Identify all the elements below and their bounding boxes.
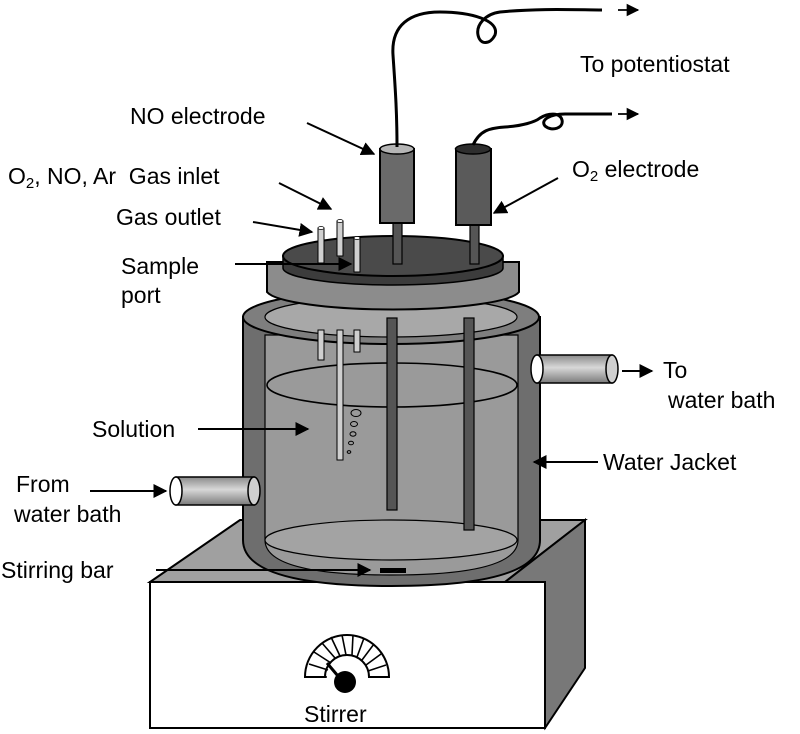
from-water-bath-label-line1: From	[16, 471, 70, 497]
water-jacket-label: Water Jacket	[603, 449, 737, 475]
gas-bubbles	[346, 409, 362, 454]
o2-electrode-pointer	[492, 177, 559, 214]
solution-label: Solution	[92, 416, 175, 442]
to-water-bath-label-line2: water bath	[667, 387, 775, 413]
no-electrode	[379, 143, 415, 265]
stirring-bar	[380, 568, 406, 573]
stirrer-label: Stirrer	[304, 701, 367, 727]
gas-inlet-label: O2, NO, Ar Gas inlet	[8, 163, 220, 192]
outlet-water-tube	[530, 354, 619, 384]
sample-port-label-line2: port	[121, 282, 161, 308]
o2-electrode	[454, 143, 492, 265]
gas-outlet-pointer	[252, 221, 314, 237]
no-electrode-pointer	[306, 122, 376, 156]
lid-ports	[317, 219, 361, 273]
to-potentiostat-label: To potentiostat	[580, 51, 730, 77]
electrode-cables	[391, 8, 612, 148]
no-electrode-label: NO electrode	[130, 103, 266, 129]
gas-outlet-label: Gas outlet	[116, 204, 221, 230]
stirring-bar-label: Stirring bar	[1, 557, 114, 583]
from-water-bath-label-line2: water bath	[13, 501, 121, 527]
sample-port-label-line1: Sample	[121, 253, 199, 279]
inlet-water-tube	[169, 476, 261, 506]
submerged-probes	[317, 317, 475, 531]
to-water-bath-label-line1: To	[663, 357, 687, 383]
gas-inlet-pointer	[278, 182, 333, 210]
vessel-bottom	[264, 519, 518, 561]
stirrer-dial-icon	[303, 634, 391, 693]
o2-electrode-label: O2 electrode	[572, 156, 699, 185]
